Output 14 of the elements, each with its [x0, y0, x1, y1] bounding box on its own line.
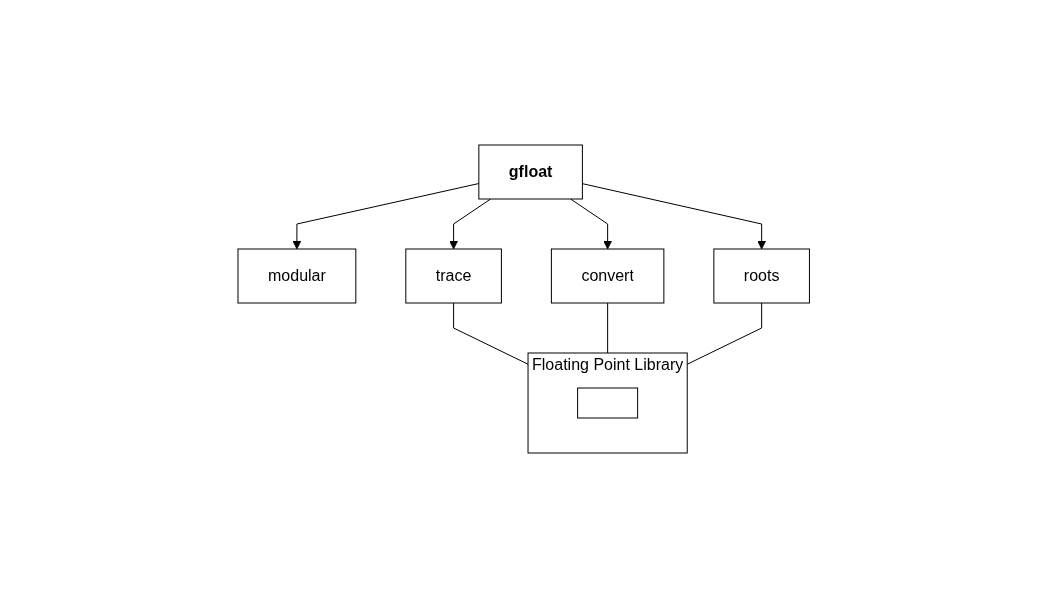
node-box: trace — [405, 248, 503, 303]
arrow — [570, 198, 613, 249]
node-box: gfloat — [478, 144, 584, 199]
cluster: Floating Point Library — [527, 352, 688, 453]
node-box: convert — [551, 248, 665, 303]
node-box — [577, 387, 639, 418]
arrow — [582, 182, 767, 249]
node-box: modular — [237, 248, 357, 303]
connector — [607, 302, 609, 353]
arrow — [292, 182, 480, 249]
node-box: roots — [713, 248, 811, 303]
arrow — [449, 198, 492, 249]
connector — [687, 302, 763, 365]
connector — [453, 302, 529, 365]
